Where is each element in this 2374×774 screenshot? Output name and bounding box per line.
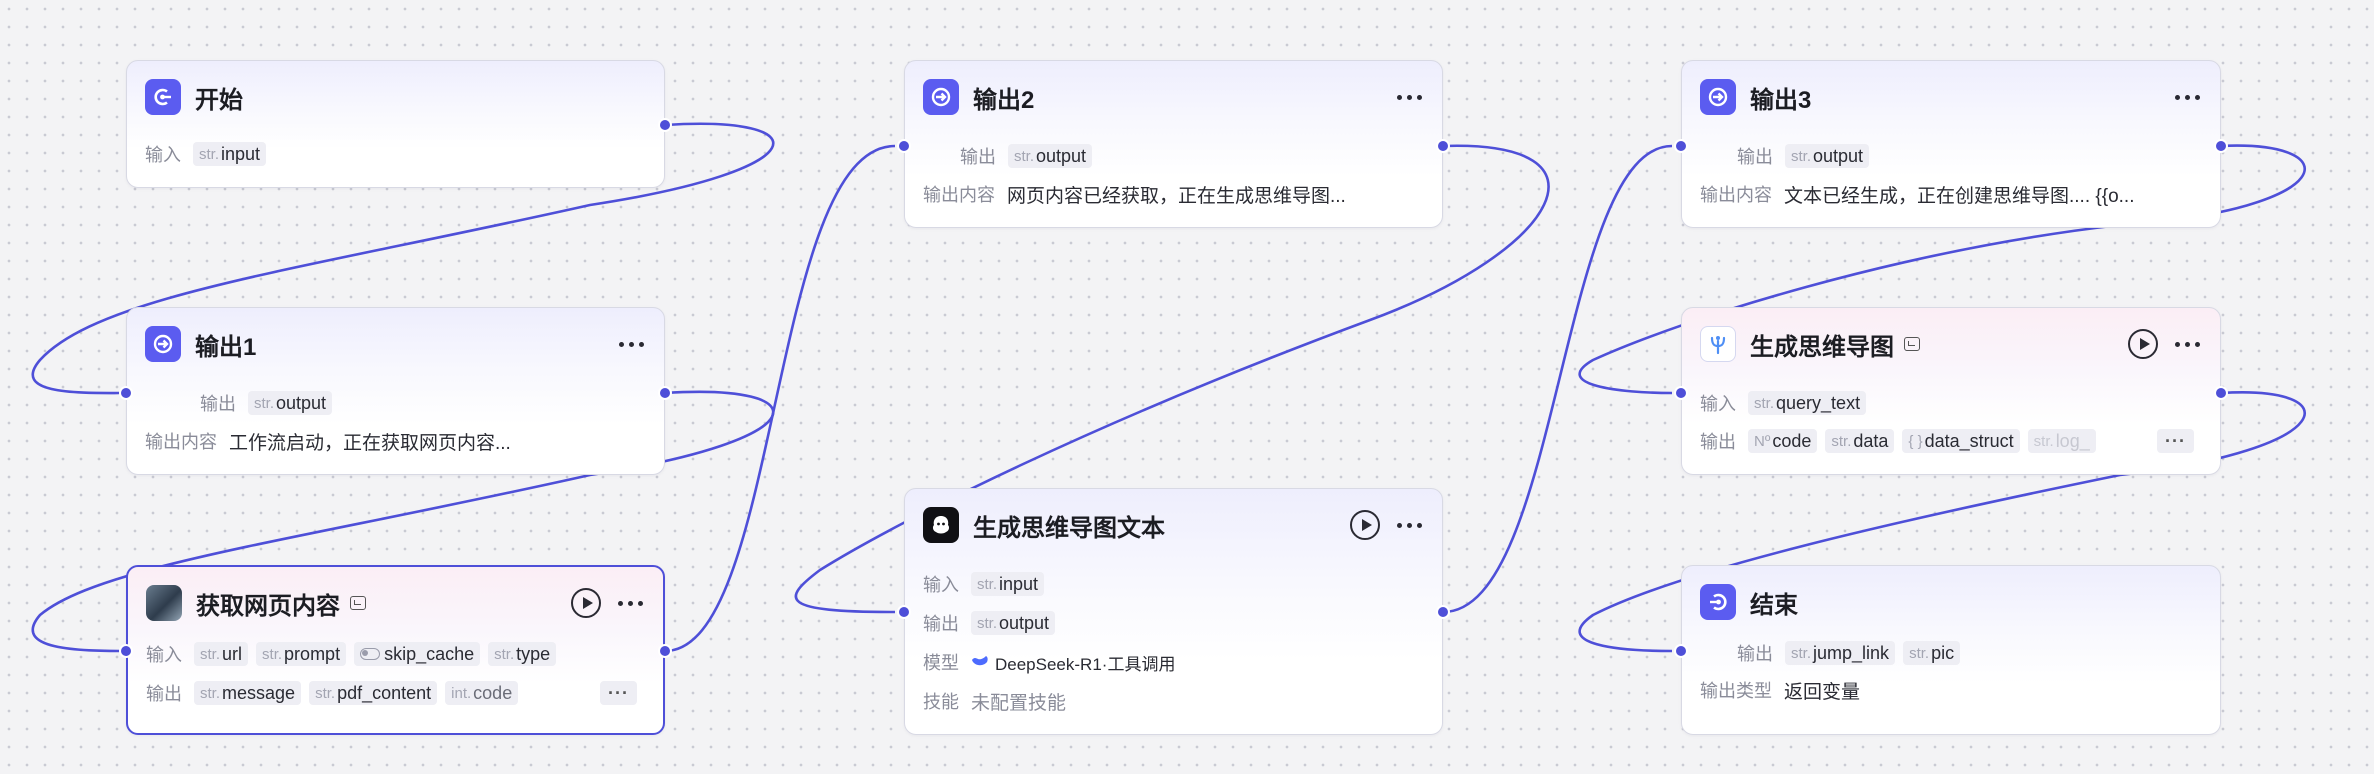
output3-output-port[interactable] xyxy=(2214,139,2228,153)
output-content: 网页内容已经获取，正在生成思维导图... xyxy=(1007,185,1346,207)
output-label: 输出 xyxy=(1700,432,1736,452)
output-icon xyxy=(1700,79,1736,115)
mindmap-text-input-port[interactable] xyxy=(897,605,911,619)
node-title: 生成思维导图 xyxy=(1750,333,1894,361)
node-title: 生成思维导图文本 xyxy=(973,514,1165,542)
run-button[interactable] xyxy=(2128,329,2158,359)
node-title: 输出2 xyxy=(973,86,1035,114)
output-variable-chip: str.jump_link xyxy=(1785,641,1896,665)
mindmap-output-port[interactable] xyxy=(2214,386,2228,400)
mindmap-text-output-port[interactable] xyxy=(1436,605,1450,619)
edge-fetch-to-output2 xyxy=(664,144,896,653)
input-label: 输入 xyxy=(923,575,959,595)
content-label: 输出内容 xyxy=(145,432,217,452)
node-title: 获取网页内容 xyxy=(196,592,340,620)
input-label: 输入 xyxy=(146,645,182,665)
content-label: 输出内容 xyxy=(923,185,995,205)
more-options-button[interactable] xyxy=(615,588,645,618)
more-outputs-button[interactable]: ··· xyxy=(2157,429,2194,453)
output-variable-chip: { }data_struct xyxy=(1902,429,2020,453)
output-variable-chip: str.output xyxy=(248,391,333,415)
start-output-port[interactable] xyxy=(658,118,672,132)
model-name[interactable]: DeepSeek-R1·工具调用 xyxy=(995,654,1176,674)
fetch-webpage-node[interactable]: 获取网页内容 输入 str.url str.prompt skip_cache … xyxy=(126,565,665,735)
output-label: 输出 xyxy=(1737,644,1773,664)
input-variable-chip: str.input xyxy=(971,572,1045,596)
more-outputs-button[interactable]: ··· xyxy=(600,681,637,705)
end-input-port[interactable] xyxy=(1674,644,1688,658)
output-variable-chip: str.output xyxy=(971,611,1056,635)
output-label: 输出 xyxy=(960,147,996,167)
plugin-badge-icon xyxy=(1904,337,1920,351)
node-title: 输出1 xyxy=(195,333,257,361)
start-icon xyxy=(145,79,181,115)
output2-output-port[interactable] xyxy=(1436,139,1450,153)
output-content: 文本已经生成，正在创建思维导图.... {{o... xyxy=(1784,185,2135,207)
more-options-button[interactable] xyxy=(1394,82,1424,112)
output-variable-chip: str.pic xyxy=(1903,641,1961,665)
output-icon xyxy=(923,79,959,115)
input-variable-chip: str.type xyxy=(488,642,557,666)
skill-value: 未配置技能 xyxy=(971,692,1067,714)
end-node[interactable]: 结束 输出 str.jump_link str.pic 输出类型 返回变量 xyxy=(1681,565,2221,735)
skill-label: 技能 xyxy=(923,692,959,712)
output3-input-port[interactable] xyxy=(1674,139,1688,153)
more-options-button[interactable] xyxy=(2172,82,2202,112)
web-fetch-icon xyxy=(146,585,182,621)
edge-mindmap-text-to-output3 xyxy=(1442,144,1673,614)
node-title: 结束 xyxy=(1750,591,1798,619)
input-variable-chip: str.query_text xyxy=(1748,391,1867,415)
toggle-icon xyxy=(360,648,381,660)
output-variable-chip: str.output xyxy=(1785,144,1870,168)
output-variable-chip: str.pdf_content xyxy=(309,681,438,705)
output-type-label: 输出类型 xyxy=(1700,681,1772,701)
mindmap-input-port[interactable] xyxy=(1674,386,1688,400)
input-label: 输入 xyxy=(1700,394,1736,414)
more-options-button[interactable] xyxy=(2172,329,2202,359)
output-label: 输出 xyxy=(923,614,959,634)
fetch-input-port[interactable] xyxy=(119,644,133,658)
fetch-output-port[interactable] xyxy=(658,644,672,658)
run-button[interactable] xyxy=(571,588,601,618)
input-variable-chip: str.input xyxy=(193,142,267,166)
output-label: 输出 xyxy=(146,684,182,704)
input-variable-chip: str.url xyxy=(194,642,249,666)
output-type-value: 返回变量 xyxy=(1784,681,1861,703)
input-label: 输入 xyxy=(145,145,181,165)
output1-input-port[interactable] xyxy=(119,386,133,400)
output-variable-chip: str.data xyxy=(1825,429,1895,453)
more-options-button[interactable] xyxy=(1394,510,1424,540)
plugin-badge-icon xyxy=(350,596,366,610)
output-label: 输出 xyxy=(1737,147,1773,167)
node-title: 输出3 xyxy=(1750,86,1812,114)
output3-node[interactable]: 输出3 输出 str.output 输出内容 文本已经生成，正在创建思维导图..… xyxy=(1681,60,2221,228)
output2-input-port[interactable] xyxy=(897,139,911,153)
output-variable-chip: str.output xyxy=(1008,144,1093,168)
more-options-button[interactable] xyxy=(616,329,646,359)
output-variable-chip: int.code xyxy=(445,681,519,705)
llm-icon xyxy=(923,507,959,543)
output-icon xyxy=(145,326,181,362)
model-label: 模型 xyxy=(923,653,959,673)
start-node[interactable]: 开始 输入 str.input xyxy=(126,60,665,188)
input-variable-chip: skip_cache xyxy=(354,642,481,666)
input-variable-chip: str.prompt xyxy=(256,642,347,666)
node-title: 开始 xyxy=(195,86,243,114)
output-content: 工作流启动，正在获取网页内容... xyxy=(229,432,511,454)
mindmap-text-llm-node[interactable]: 生成思维导图文本 输入 str.input 输出 str.output 模型 D… xyxy=(904,488,1443,735)
output2-node[interactable]: 输出2 输出 str.output 输出内容 网页内容已经获取，正在生成思维导图… xyxy=(904,60,1443,228)
end-icon xyxy=(1700,584,1736,620)
run-button[interactable] xyxy=(1350,510,1380,540)
output-variable-chip: str.message xyxy=(194,681,302,705)
output1-node[interactable]: 输出1 输出 str.output 输出内容 工作流启动，正在获取网页内容... xyxy=(126,307,665,475)
deepseek-model-icon xyxy=(971,652,989,673)
output-label: 输出 xyxy=(200,394,236,414)
mindmap-plugin-icon xyxy=(1700,326,1736,362)
output-variable-chip: str.log_ xyxy=(2027,429,2096,453)
content-label: 输出内容 xyxy=(1700,185,1772,205)
output1-output-port[interactable] xyxy=(658,386,672,400)
